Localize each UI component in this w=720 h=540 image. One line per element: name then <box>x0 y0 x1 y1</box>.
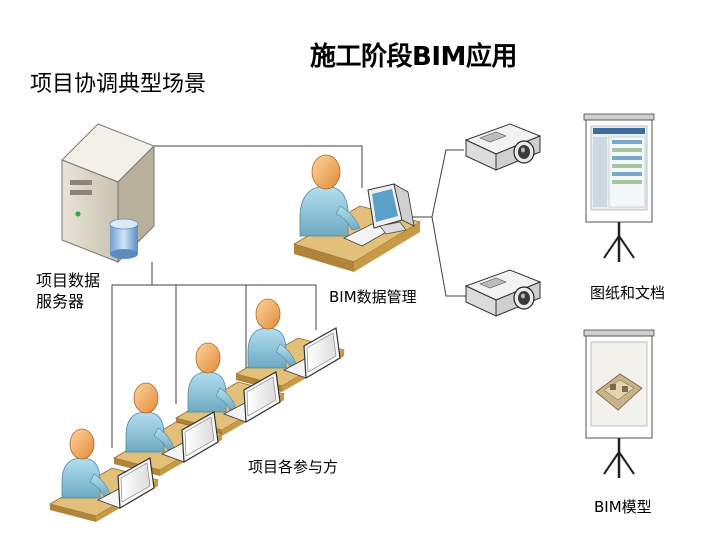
connector-lines <box>111 145 466 448</box>
server-label: 项目数据 服务器 <box>36 270 100 312</box>
page-subtitle: 项目协调典型场景 <box>30 72 207 97</box>
bim-model-label: BIM模型 <box>594 498 652 516</box>
projector-icon <box>465 123 541 171</box>
server-label-line2: 服务器 <box>36 292 85 311</box>
projector-icon <box>465 269 541 317</box>
projection-screen-icon <box>583 329 655 478</box>
bim-management-label: BIM数据管理 <box>329 288 417 306</box>
laptop-user-icon <box>235 298 345 393</box>
desktop-user-icon <box>292 154 422 272</box>
server-tower-icon <box>61 123 155 264</box>
server-label-line1: 项目数据 <box>36 271 101 290</box>
page-title: 施工阶段BIM应用 <box>310 42 517 72</box>
projection-screen-icon <box>583 113 655 262</box>
drawings-docs-label: 图纸和文档 <box>590 284 666 302</box>
database-cylinder-icon <box>109 218 139 259</box>
participants-label: 项目各参与方 <box>248 458 339 476</box>
